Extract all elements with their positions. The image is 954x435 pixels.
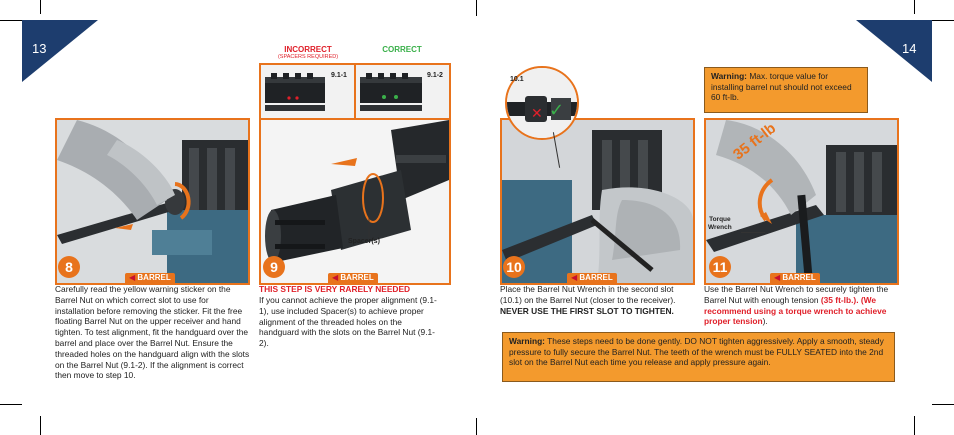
svg-text:✕: ✕ bbox=[531, 106, 543, 122]
step-11-photo bbox=[704, 118, 899, 285]
step-11-red-b: (We recommend using a torque wrench to a… bbox=[704, 294, 887, 327]
step-10-text: Place the Barrel Nut Wrench in the secon… bbox=[500, 284, 696, 316]
step-11-text: Use the Barrel Nut Wrench to securely ti… bbox=[704, 284, 900, 327]
step-11-number: 11 bbox=[709, 256, 731, 278]
step-8-barrel-tag: ◀ BARREL bbox=[125, 273, 175, 283]
compare-right-code: 9.1-2 bbox=[427, 72, 443, 79]
step-11-red-a: (35 ft-lb.). bbox=[820, 294, 859, 305]
step-8-text: Carefully read the yellow warning sticke… bbox=[55, 284, 250, 381]
warning-bottom: Warning: These steps need to be done gen… bbox=[502, 332, 895, 382]
torque-wrench-label-2: Wrench bbox=[708, 224, 732, 231]
incorrect-label: INCORRECT bbox=[284, 45, 332, 54]
step-11-tail: ). bbox=[762, 316, 768, 327]
crop-mark bbox=[0, 20, 22, 21]
crop-mark bbox=[40, 416, 41, 435]
step-10-photo bbox=[500, 118, 695, 285]
correct-label: CORRECT bbox=[382, 45, 422, 54]
step-10-barrel-tag: ◀ BARREL bbox=[567, 273, 617, 283]
crop-mark bbox=[476, 418, 477, 435]
crop-mark bbox=[914, 416, 915, 435]
warning-bottom-text: These steps need to be done gently. DO N… bbox=[509, 336, 884, 368]
step-11-tag-label: BARREL bbox=[782, 273, 816, 282]
compare-left-code: 9.1-1 bbox=[331, 72, 347, 79]
torque-wrench-label-1: Torque bbox=[709, 216, 731, 223]
crop-mark bbox=[476, 0, 477, 16]
page-number-left: 13 bbox=[32, 41, 47, 56]
crop-mark bbox=[932, 20, 954, 21]
step-9-barrel-tag: ◀ BARREL bbox=[328, 273, 378, 283]
warning-bottom-label: Warning: bbox=[509, 336, 545, 346]
svg-text:✓: ✓ bbox=[549, 100, 564, 121]
step-9-text: If you cannot achieve the proper alignme… bbox=[259, 295, 437, 349]
step-9-heading: THIS STEP IS VERY RARELY NEEDED bbox=[259, 284, 411, 294]
step-11-text-a: Use the Barrel Nut Wrench to securely ti… bbox=[704, 284, 889, 305]
torque-wrench-label: Torque Wrench bbox=[708, 216, 732, 232]
crop-mark bbox=[932, 404, 954, 405]
incorrect-sub: (SPACERS REQUIRED) bbox=[277, 54, 339, 60]
torque-wrench-line bbox=[741, 232, 765, 233]
step-10-callout: 10.1 bbox=[510, 76, 524, 83]
crop-mark bbox=[914, 0, 915, 14]
warning-top: Warning: Max. torque value for installin… bbox=[704, 67, 868, 113]
warning-top-text: Max. torque value for installing barrel … bbox=[711, 71, 852, 103]
step-9-tag-label: BARREL bbox=[340, 273, 374, 282]
step-8-number: 8 bbox=[58, 256, 80, 278]
step-8-tag-label: BARREL bbox=[137, 273, 171, 282]
page-corner-right bbox=[856, 20, 932, 82]
step-9-spacer-label: Spacer(s) bbox=[348, 238, 380, 245]
warning-top-label: Warning: bbox=[711, 71, 747, 81]
compare-correct-photo bbox=[354, 63, 451, 121]
step-10-tag-label: BARREL bbox=[579, 273, 613, 282]
step-8-photo bbox=[55, 118, 250, 285]
crop-mark bbox=[0, 404, 22, 405]
step-10-text-bold: NEVER USE THE FIRST SLOT TO TIGHTEN. bbox=[500, 305, 674, 316]
step-9-number: 9 bbox=[263, 256, 285, 278]
step-11-barrel-tag: ◀ BARREL bbox=[770, 273, 820, 283]
step-9-photo bbox=[259, 118, 451, 285]
step-10-magnifier: ✕ ✓ bbox=[505, 66, 579, 140]
page-number-right: 14 bbox=[902, 41, 917, 56]
page-corner-left bbox=[22, 20, 98, 82]
crop-mark bbox=[40, 0, 41, 14]
step-10-text-main: Place the Barrel Nut Wrench in the secon… bbox=[500, 284, 676, 305]
step-10-number: 10 bbox=[503, 256, 525, 278]
